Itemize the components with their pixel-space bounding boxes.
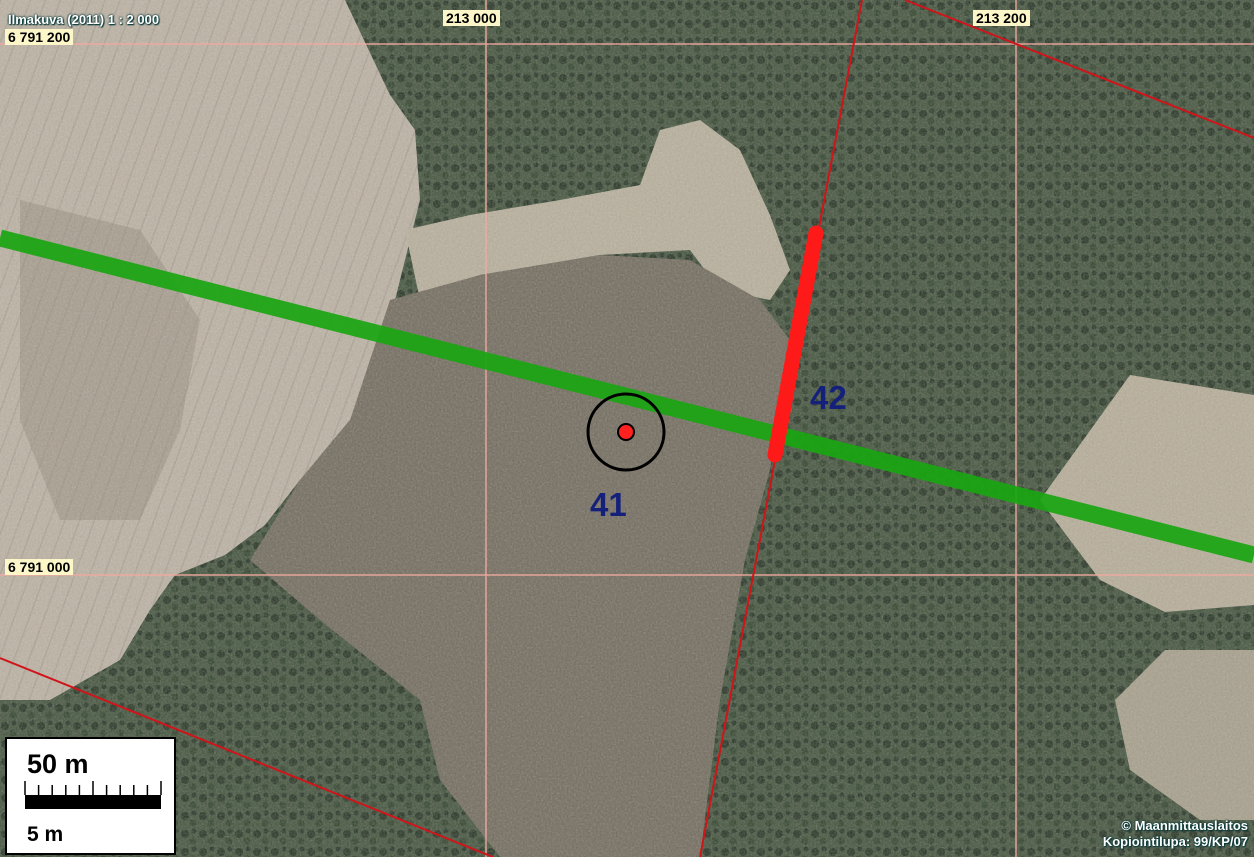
grid-label-y-top: 6 791 200	[5, 29, 74, 45]
map-title: Ilmakuva (2011) 1 : 2 000	[8, 12, 160, 27]
grid-label-x-left: 213 000	[443, 10, 500, 26]
point-42-label: 42	[810, 379, 847, 416]
scale-label-bottom: 5 m	[27, 823, 64, 846]
scale-label-top: 50 m	[27, 749, 89, 779]
segment-42[interactable]	[767, 225, 824, 463]
grid-label-y-bottom: 6 791 000	[5, 559, 74, 575]
copyright-line-1: © Maanmittauslaitos	[1121, 818, 1248, 833]
point-41-label: 41	[590, 486, 627, 523]
boundary-line-bottom-left	[0, 657, 494, 857]
boundary-line-top-right	[904, 0, 1254, 139]
copyright-line-2: Kopiointilupa: 99/KP/07	[1102, 834, 1248, 849]
scale-bar: 50 m 5 m	[5, 737, 176, 855]
point-41-ring[interactable]	[586, 392, 666, 472]
point-41-marker[interactable]	[617, 423, 635, 441]
route-line[interactable]	[0, 229, 1254, 564]
scale-ruler	[24, 781, 162, 809]
grid-label-x-right: 213 200	[973, 10, 1030, 26]
